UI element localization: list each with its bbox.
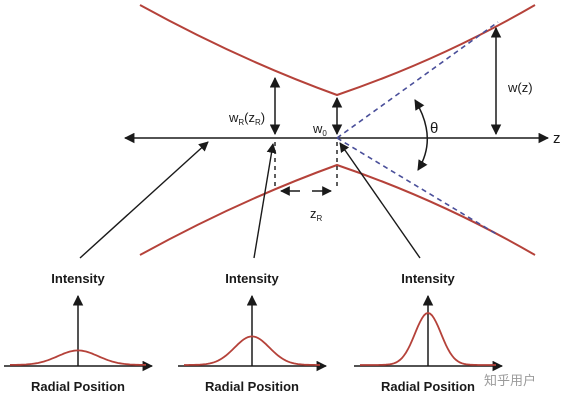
- profile-pointer-1: [79, 141, 209, 259]
- waist-label: w0: [312, 121, 327, 138]
- intensity-label: Intensity: [225, 271, 279, 286]
- intensity-profile-2: Intensity Radial Position: [178, 271, 328, 394]
- radial-position-label: Radial Position: [205, 379, 299, 394]
- intensity-label: Intensity: [51, 271, 105, 286]
- beam-radius-label: w(z): [507, 80, 533, 95]
- radial-position-label: Radial Position: [31, 379, 125, 394]
- divergence-angle-label: θ: [430, 120, 438, 137]
- radial-position-label: Radial Position: [381, 379, 475, 394]
- divergence-line-lower: [336, 137, 499, 236]
- profile-pointer-2: [253, 143, 277, 259]
- gaussian-curve: [10, 349, 146, 366]
- rayleigh-range-label: zR: [310, 206, 323, 223]
- gaussian-curve: [360, 312, 496, 366]
- intensity-profile-3: Intensity Radial Position: [354, 271, 504, 394]
- rayleigh-radius-label: wR(zR): [228, 110, 265, 127]
- divergence-angle-arc: [414, 99, 429, 171]
- watermark-text: 知乎用户: [484, 373, 536, 389]
- profile-pointer-3: [339, 142, 421, 259]
- beam-lower-envelope: [139, 163, 536, 256]
- divergence-line-upper: [336, 21, 499, 139]
- axis-label-z: z: [553, 130, 561, 147]
- beam-upper-envelope: [139, 4, 536, 97]
- intensity-profile-1: Intensity Radial Position: [4, 271, 154, 394]
- gaussian-curve: [184, 335, 320, 366]
- intensity-label: Intensity: [401, 271, 455, 286]
